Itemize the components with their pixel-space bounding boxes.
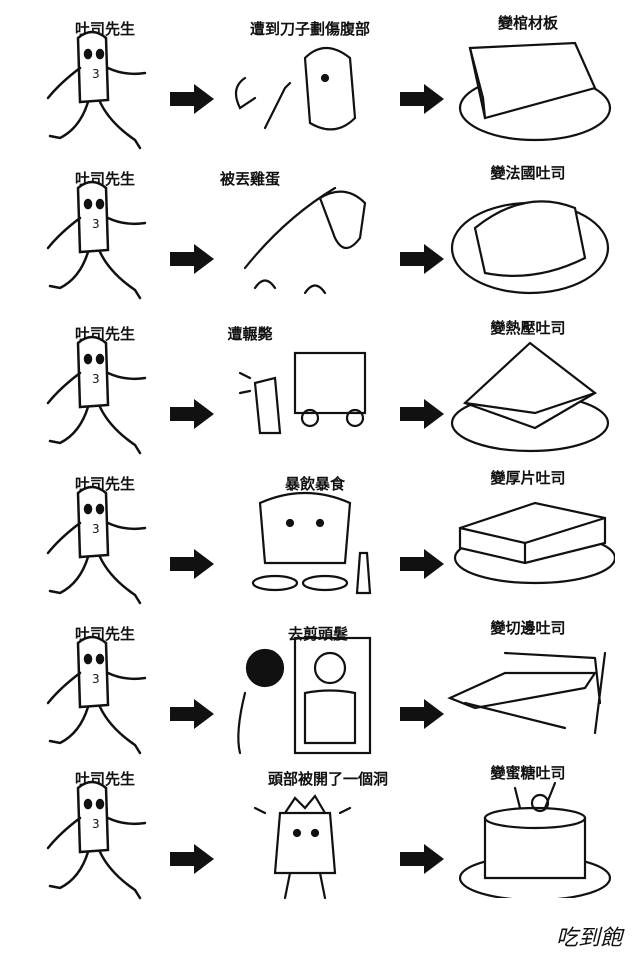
event-scene-illustration — [225, 28, 385, 153]
svg-text:3: 3 — [92, 372, 100, 386]
arrow-right-icon — [398, 547, 446, 581]
result-label: 變蜜糖吐司 — [490, 764, 566, 782]
svg-text:3: 3 — [92, 817, 100, 831]
result-toast-illustration — [445, 633, 615, 753]
arrow-right-icon — [398, 842, 446, 876]
toast-character-illustration: 3 — [40, 483, 160, 613]
toast-character-illustration: 3 — [40, 178, 160, 308]
result-label: 變切邊吐司 — [490, 619, 566, 637]
svg-text:3: 3 — [92, 217, 100, 231]
arrow-right-icon — [168, 547, 216, 581]
arrow-right-icon — [168, 82, 216, 116]
toast-character-illustration: 3 — [40, 778, 160, 908]
toast-character-illustration: 3 — [40, 333, 160, 463]
arrow-right-icon — [398, 82, 446, 116]
arrow-right-icon — [398, 242, 446, 276]
event-label: 被丟雞蛋 — [219, 170, 281, 188]
event-label: 遭到刀子劃傷腹部 — [249, 20, 371, 38]
event-label: 頭部被開了一個洞 — [267, 770, 389, 788]
event-scene-illustration — [225, 483, 385, 608]
event-scene-illustration — [225, 778, 385, 903]
result-toast-illustration — [445, 333, 615, 453]
result-toast-illustration — [445, 178, 615, 298]
event-label: 遭輾斃 — [227, 325, 273, 343]
artist-signature: 吃到飽 — [555, 926, 622, 951]
event-scene-illustration — [225, 333, 385, 458]
event-scene-illustration — [225, 178, 385, 303]
arrow-right-icon — [398, 697, 446, 731]
result-label: 變熱壓吐司 — [490, 319, 566, 337]
toast-character-illustration: 3 — [40, 633, 160, 763]
arrow-right-icon — [398, 397, 446, 431]
event-label: 暴飲暴食 — [284, 475, 346, 493]
svg-text:3: 3 — [92, 67, 100, 81]
result-toast-illustration — [445, 483, 617, 603]
arrow-right-icon — [168, 842, 216, 876]
svg-text:3: 3 — [92, 672, 100, 686]
result-label: 變法國吐司 — [490, 164, 566, 182]
toast-character-illustration: 3 — [40, 28, 160, 158]
result-label: 變棺材板 — [497, 14, 559, 32]
event-scene-illustration — [225, 633, 385, 758]
arrow-right-icon — [168, 697, 216, 731]
svg-text:3: 3 — [92, 522, 100, 536]
arrow-right-icon — [168, 397, 216, 431]
result-toast-illustration — [445, 778, 615, 902]
result-toast-illustration — [445, 28, 615, 148]
result-label: 變厚片吐司 — [490, 469, 566, 487]
arrow-right-icon — [168, 242, 216, 276]
